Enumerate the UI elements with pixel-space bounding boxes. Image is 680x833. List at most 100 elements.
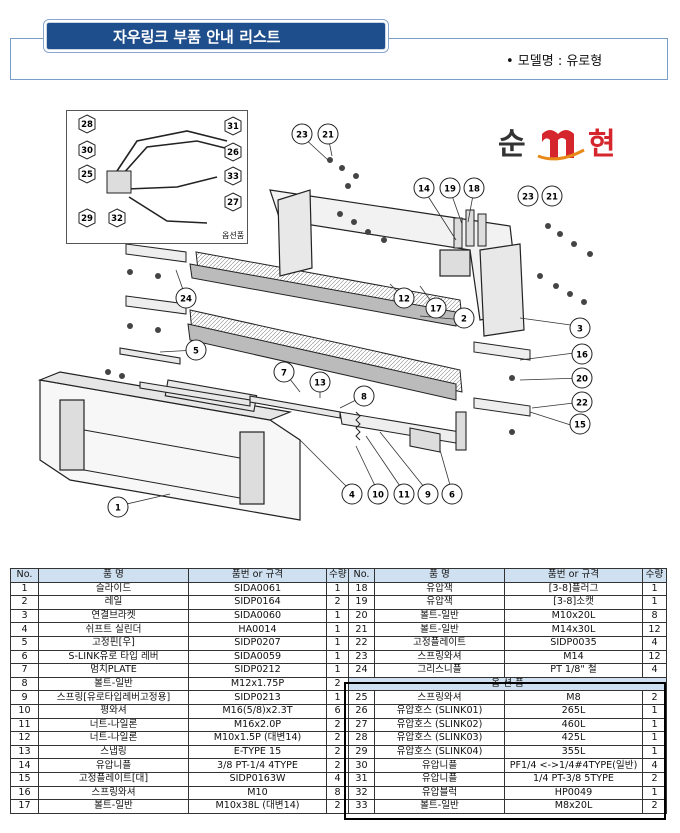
- cell-name: 고정플레이트: [374, 635, 505, 651]
- cell-spec: E-TYPE 15: [188, 744, 327, 760]
- cell-spec: M16(5/8)x2.3T: [188, 703, 327, 719]
- cell-qty: 2: [326, 799, 349, 814]
- bolts: [105, 157, 593, 435]
- cell-spec: SIDP0207: [188, 635, 327, 651]
- svg-text:12: 12: [398, 295, 410, 305]
- cell-name: 고정플레이트[대]: [38, 771, 189, 787]
- cell-name: 연결브라켓: [38, 608, 189, 624]
- cell-no: 4: [10, 622, 39, 637]
- cell-name: 스프링[유로타입레버고정용]: [38, 690, 189, 705]
- cell-no: 28: [348, 731, 375, 746]
- svg-text:30: 30: [81, 146, 93, 156]
- optional-parts-inset: 28 31 30 26 25 33 29 32 27: [66, 110, 248, 244]
- cell-no: 12: [10, 731, 39, 746]
- cell-spec: SIDA0059: [188, 649, 327, 665]
- svg-text:순: 순: [498, 127, 526, 162]
- svg-text:2: 2: [461, 315, 467, 325]
- col-qty: 수량: [326, 568, 349, 583]
- cell-name: 유압블럭: [374, 785, 505, 801]
- cell-no: 26: [348, 703, 375, 719]
- svg-text:21: 21: [322, 131, 334, 141]
- cell-spec: HA0014: [188, 622, 327, 637]
- cell-name: 볼트-일반: [374, 608, 505, 624]
- cell-no: 17: [10, 799, 39, 814]
- callouts: 1 2 3 4 5 6 7 8 9 10 11 12 13 14 15 16 1…: [107, 123, 593, 518]
- cell-no: 5: [10, 635, 39, 651]
- cell-no: 30: [348, 758, 375, 773]
- option-section-header: 옵 션 품: [348, 676, 667, 692]
- cell-no: 11: [10, 717, 39, 733]
- cell-qty: 12: [642, 649, 667, 665]
- svg-text:13: 13: [314, 379, 326, 389]
- cell-name: 볼트-일반: [38, 676, 189, 692]
- cell-spec: M16x2.0P: [188, 717, 327, 733]
- cell-qty: 12: [642, 622, 667, 637]
- cell-qty: 1: [326, 581, 349, 597]
- cell-spec: SIDP0212: [188, 663, 327, 678]
- cell-name: 평와셔: [38, 703, 189, 719]
- svg-text:9: 9: [425, 491, 431, 501]
- svg-text:15: 15: [574, 421, 586, 431]
- cell-spec: SIDA0061: [188, 581, 327, 597]
- cell-no: 21: [348, 622, 375, 637]
- cell-qty: 1: [642, 595, 667, 610]
- cell-spec: SIDP0163W: [188, 771, 327, 787]
- cell-spec: [3-8]소캣: [504, 595, 643, 610]
- cell-no: 25: [348, 690, 375, 705]
- cell-qty: 1: [326, 622, 349, 637]
- svg-text:28: 28: [81, 120, 93, 130]
- cell-name: 그리스니플: [374, 663, 505, 678]
- col-spec: 품번 or 규격: [504, 568, 643, 583]
- cell-qty: 8: [642, 608, 667, 624]
- cell-qty: 2: [326, 676, 349, 692]
- cell-qty: 1: [642, 785, 667, 801]
- cell-name: 볼트-일반: [374, 622, 505, 637]
- cell-qty: 2: [642, 771, 667, 787]
- svg-text:21: 21: [546, 193, 558, 203]
- spring: [355, 411, 361, 441]
- cell-spec: 355L: [504, 744, 643, 760]
- cell-qty: 2: [326, 717, 349, 733]
- cell-spec: [3-8]플러그: [504, 581, 643, 597]
- logo-mark: 순 현: [498, 127, 616, 162]
- cell-name: 너트-나일론: [38, 731, 189, 746]
- fixing-plates: [125, 243, 531, 417]
- option-parts-label: 옵션품: [222, 231, 245, 240]
- cell-spec: 1/4 PT-3/8 5TYPE: [504, 771, 643, 787]
- cell-qty: 4: [326, 771, 349, 787]
- table-header-row: No. 품 명 품번 or 규격 수량 No. 품 명 품번 or 규격 수량: [10, 568, 667, 583]
- cell-no: 6: [10, 649, 39, 665]
- svg-text:1: 1: [115, 504, 121, 514]
- cell-spec: M14x30L: [504, 622, 643, 637]
- cell-no: 16: [10, 785, 39, 801]
- model-name: • 모델명 : 유로형: [506, 54, 603, 69]
- svg-text:3: 3: [577, 325, 583, 335]
- cell-name: 유압잭: [374, 595, 505, 610]
- cell-spec: M10x1.5P (대변14): [188, 731, 327, 746]
- cell-name: 유압호스 (SLINK02): [374, 717, 505, 733]
- cell-spec: PT 1/8" 철: [504, 663, 643, 678]
- cell-qty: 1: [326, 649, 349, 665]
- col-name: 품 명: [374, 568, 505, 583]
- cell-name: 유압니플: [374, 758, 505, 773]
- svg-text:17: 17: [430, 305, 442, 315]
- cell-spec: M12x1.75P: [188, 676, 327, 692]
- cell-no: 23: [348, 649, 375, 665]
- cell-qty: 1: [642, 581, 667, 597]
- cell-name: 쉬프트 실린더: [38, 622, 189, 637]
- cell-name: 유압호스 (SLINK03): [374, 731, 505, 746]
- svg-text:18: 18: [468, 185, 480, 195]
- cell-spec: M8x20L: [504, 799, 643, 814]
- svg-text:14: 14: [418, 185, 430, 195]
- cell-name: 유압니플: [374, 771, 505, 787]
- col-qty: 수량: [642, 568, 667, 583]
- svg-text:22: 22: [576, 399, 588, 409]
- cell-no: 33: [348, 799, 375, 814]
- cell-no: 15: [10, 771, 39, 787]
- svg-text:현: 현: [588, 127, 616, 162]
